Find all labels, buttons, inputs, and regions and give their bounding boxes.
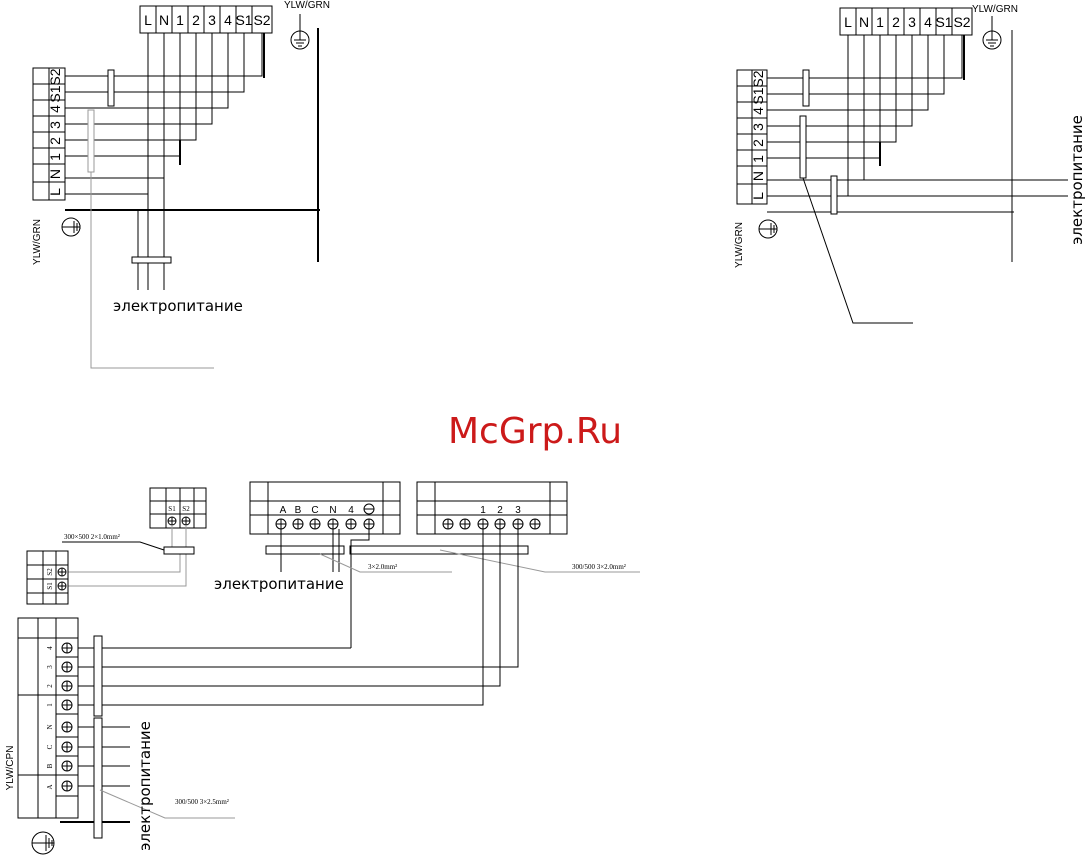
d3-cable-label-2: 3×2.0mm²: [368, 563, 397, 571]
d3-box-s: S1 S2: [150, 488, 206, 528]
d3-cable-label-3: 300/500 3×2.0mm²: [572, 563, 626, 571]
d2-top-terminal: 2: [892, 14, 900, 30]
d1-top-terminal: 4: [224, 12, 232, 28]
d3-box-mid: A B C N 4: [250, 482, 400, 534]
d3-box-left: S2 S1: [27, 551, 68, 604]
d2-ground-label-side: YLW/GRN: [734, 222, 745, 268]
d2-top-terminal: S2: [953, 14, 970, 30]
d3-power-label-2: электропитание: [136, 721, 154, 851]
d2-side-terminal: 4: [750, 107, 766, 115]
diagram1-top-terminal-strip: L N 1 2 3 4 S1 S2: [140, 6, 272, 33]
d2-ground-icon-top: [983, 16, 1001, 49]
d1-top-terminal: 3: [208, 12, 216, 28]
d3-ground-icon: [32, 832, 54, 854]
d1-top-terminal: S1: [235, 12, 252, 28]
d3-side-label: 3: [46, 665, 54, 669]
d3-box-mid-label: C: [311, 505, 318, 516]
d2-top-terminal: N: [859, 14, 869, 30]
d2-top-terminal: 4: [924, 14, 932, 30]
d3-box-s-label: S1: [168, 505, 176, 513]
d1-top-terminal: 1: [176, 12, 184, 28]
d3-ground-label: YLW/CPN: [5, 746, 16, 791]
diagram2-side-terminal-strip: S2 S1 4 3 2 1 N L: [737, 70, 767, 204]
d3-cable-label-4: 300/500 3×2.5mm²: [175, 798, 229, 806]
d2-top-terminal: 3: [908, 14, 916, 30]
d3-box-s-label: S2: [182, 505, 190, 513]
d2-side-terminal: S2: [750, 70, 766, 87]
d2-power-label: электропитание: [1068, 115, 1086, 245]
d2-side-terminal: 1: [750, 155, 766, 163]
d1-side-terminal: 4: [47, 105, 63, 113]
d3-side-label: 4: [46, 646, 54, 650]
d3-side-label: 2: [46, 684, 54, 688]
d1-top-terminal: L: [144, 12, 152, 28]
d3-box-left-label: S2: [46, 568, 54, 576]
d1-side-terminal: 1: [47, 153, 63, 161]
d3-power-label-1: электропитание: [214, 575, 344, 593]
d1-ground-icon-top: [291, 14, 309, 49]
d3-box-mid-label: A: [280, 505, 287, 516]
d1-ground-icon-side: [62, 218, 80, 236]
d1-ground-label-side: YLW/GRN: [32, 219, 43, 265]
d2-top-terminal: S1: [935, 14, 952, 30]
d1-side-terminal: 3: [47, 121, 63, 129]
d3-box-mid-label: 4: [348, 505, 354, 516]
d2-side-terminal: S1: [750, 87, 766, 104]
d3-box-right: 1 2 3: [417, 482, 567, 534]
diagram2: L N 1 2 3 4 S1 S2 YLW/GRN S2: [734, 4, 1086, 323]
d1-side-terminal: S1: [47, 85, 63, 102]
d1-power-label: электропитание: [113, 297, 243, 315]
d3-box-right-label: 2: [497, 505, 503, 516]
d2-side-terminal: L: [750, 192, 766, 200]
watermark: McGrp.Ru: [448, 411, 622, 452]
d1-side-terminal: 2: [47, 137, 63, 145]
d2-side-terminal: 2: [750, 139, 766, 147]
d2-wires: [767, 30, 1068, 323]
d1-top-terminal: N: [159, 12, 169, 28]
d2-ground-icon-side: [759, 220, 777, 238]
d1-side-terminal: L: [47, 188, 63, 196]
d1-side-terminal: S2: [47, 68, 63, 85]
d1-side-terminal: N: [47, 169, 63, 179]
d1-top-terminal: S2: [253, 12, 270, 28]
d2-top-terminal: L: [844, 14, 852, 30]
d2-ground-label-top: YLW/GRN: [972, 4, 1018, 15]
d3-cable-label-1: 300×500 2×1.0mm²: [64, 533, 120, 541]
d3-side-label: 1: [46, 703, 54, 707]
diagram3: S1 S2 300×500 2×1.0mm² S2 S1: [5, 482, 640, 854]
d3-box-right-label: 3: [515, 505, 521, 516]
d1-top-terminal: 2: [192, 12, 200, 28]
d3-box-right-label: 1: [480, 505, 486, 516]
d3-side-label: A: [46, 784, 54, 789]
d1-wires: [65, 28, 320, 368]
diagram1-side-terminal-strip: S2 S1 4 3 2 1 N L: [33, 68, 65, 200]
diagram1: L N 1 2 3 4 S1 S2 YLW/GRN: [32, 0, 330, 368]
d3-box-mid-label: B: [295, 505, 302, 516]
d3-side-label: C: [46, 744, 54, 749]
d3-box-left-label: S1: [46, 582, 54, 590]
d2-side-terminal: 3: [750, 123, 766, 131]
d2-top-terminal: 1: [876, 14, 884, 30]
d3-side-label: B: [46, 763, 54, 768]
d3-side-label: N: [46, 724, 54, 729]
d2-side-terminal: N: [750, 171, 766, 181]
d3-side-terminal-strip: 4 3 2 1 N C B A: [18, 618, 78, 818]
diagram2-top-terminal-strip: L N 1 2 3 4 S1 S2: [840, 8, 972, 35]
d1-ground-label-top: YLW/GRN: [284, 0, 330, 11]
d3-box-mid-label: N: [329, 505, 336, 516]
